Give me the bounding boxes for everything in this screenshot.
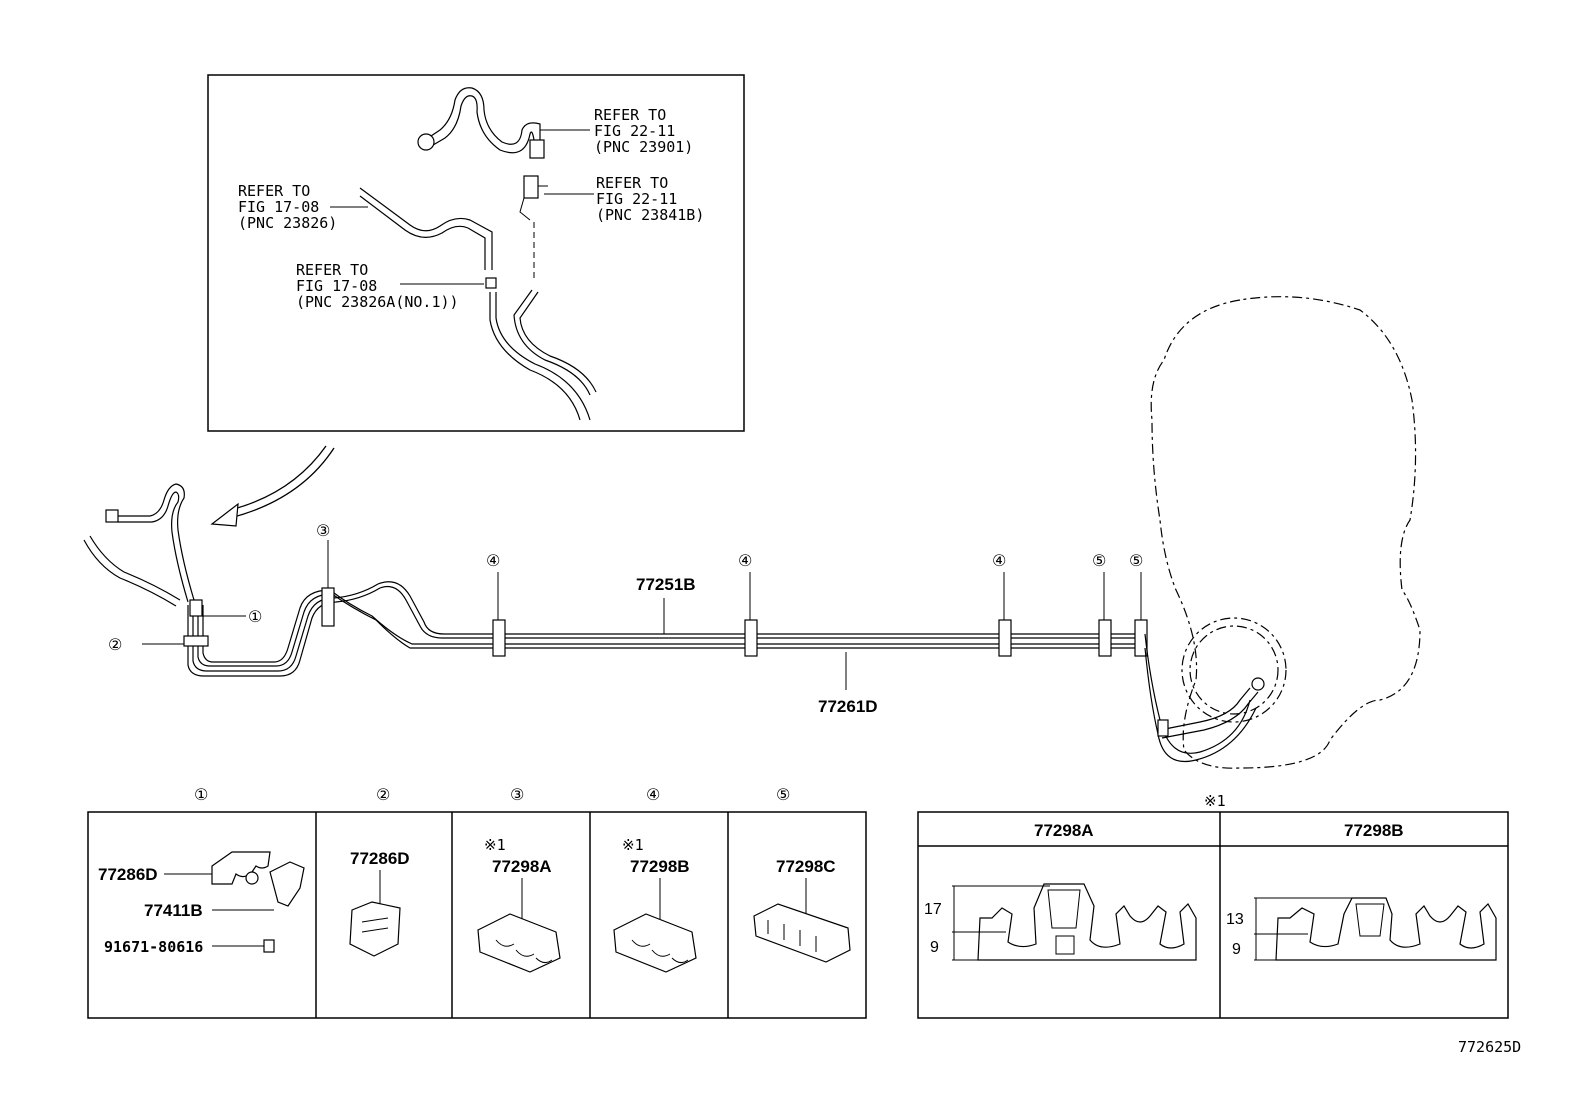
table-header-4: ④ [646, 787, 660, 804]
tank-pump-ring [1181, 617, 1287, 723]
valve-fitting [523, 175, 539, 199]
callout-4b: ④ [738, 553, 752, 570]
clip-77298C-drawing [753, 903, 851, 963]
clip-77286D-alt-drawing [349, 901, 401, 957]
cell3-part: 77298A [492, 857, 552, 876]
inset-ref3-line1: REFER TO [238, 182, 310, 200]
cell1-part-3: 91671-80616 [104, 938, 203, 956]
clip-77286D-drawing [211, 851, 271, 885]
cell5-part: 77298C [776, 857, 836, 876]
table-header-3: ③ [510, 787, 524, 804]
callout-5b: ⑤ [1129, 553, 1143, 570]
clamp-4b [744, 619, 758, 657]
end-connector [105, 509, 119, 523]
table-header-1: ① [194, 787, 208, 804]
cell3-note: ※1 [484, 836, 506, 854]
note-col-a-title: 77298A [1034, 821, 1094, 840]
note-b-dim-9: 9 [1232, 941, 1241, 958]
note-table: ※1 77298A 77298B 17 9 13 9 [917, 792, 1509, 1019]
inset-frame [207, 74, 745, 432]
callout-4a: ④ [486, 553, 500, 570]
detail-table: ① ② ③ ④ ⑤ 77286D 77411B 91671-80616 7728… [87, 787, 867, 1019]
clip-77298A-drawing [477, 913, 561, 973]
callout-5a: ⑤ [1092, 553, 1106, 570]
clamp-4c [998, 619, 1012, 657]
clamp-2 [183, 635, 209, 647]
clamp-1 [189, 599, 203, 617]
part-77251B: 77251B [636, 575, 696, 594]
cell4-part: 77298B [630, 857, 690, 876]
fuel-tank-outline [1150, 296, 1421, 769]
part-77261D: 77261D [818, 697, 878, 716]
inset-detail: REFER TO FIG 22-11 (PNC 23901) REFER TO … [207, 74, 745, 432]
bracket-77411B-drawing [269, 861, 305, 907]
note-b-dim-13: 13 [1226, 911, 1244, 928]
table-header-2: ② [376, 787, 390, 804]
callout-4c: ④ [992, 553, 1006, 570]
profile-77298A [977, 883, 1197, 961]
inset-ref4-line1: REFER TO [296, 261, 368, 279]
clamp-3 [321, 587, 335, 627]
bolt-91671-drawing [263, 939, 275, 953]
connector-fitting [529, 139, 545, 159]
hose-end-fitting [417, 133, 435, 151]
inset-ref4-line2: FIG 17-08 [296, 277, 377, 295]
tube-assembly [83, 483, 1265, 762]
inset-ref3-line2: FIG 17-08 [238, 198, 319, 216]
clip-77298B-drawing [613, 913, 697, 973]
inset-ref1-line1: REFER TO [594, 106, 666, 124]
clamp-4a [492, 619, 506, 657]
inset-ref2-line2: FIG 22-11 [596, 190, 677, 208]
inset-ref1-line3: (PNC 23901) [594, 138, 693, 156]
callout-3: ③ [316, 523, 330, 540]
profile-77298B [1275, 897, 1497, 961]
inset-ref3-line3: (PNC 23826) [238, 214, 337, 232]
cell1-part-2: 77411B [144, 901, 203, 920]
note-a-dim-9: 9 [930, 939, 939, 956]
inset-ref1-line2: FIG 22-11 [594, 122, 675, 140]
note-col-b-title: 77298B [1344, 821, 1404, 840]
inset-ref4-line3: (PNC 23826A(NO.1)) [296, 293, 459, 311]
cell2-part: 77286D [350, 849, 410, 868]
pointer-arrow [229, 447, 335, 519]
callout-1: ① [248, 609, 262, 626]
cell1-part-1: 77286D [98, 865, 158, 884]
note-a-dim-17: 17 [924, 901, 942, 918]
clamp-5a [1098, 619, 1112, 657]
cell4-note: ※1 [622, 836, 644, 854]
inset-ref2-line1: REFER TO [596, 174, 668, 192]
note-marker: ※1 [1204, 792, 1226, 810]
figure-id: 772625D [1458, 1038, 1521, 1056]
table-header-5: ⑤ [776, 787, 790, 804]
callout-2: ② [108, 637, 122, 654]
inset-ref2-line3: (PNC 23841B) [596, 206, 704, 224]
